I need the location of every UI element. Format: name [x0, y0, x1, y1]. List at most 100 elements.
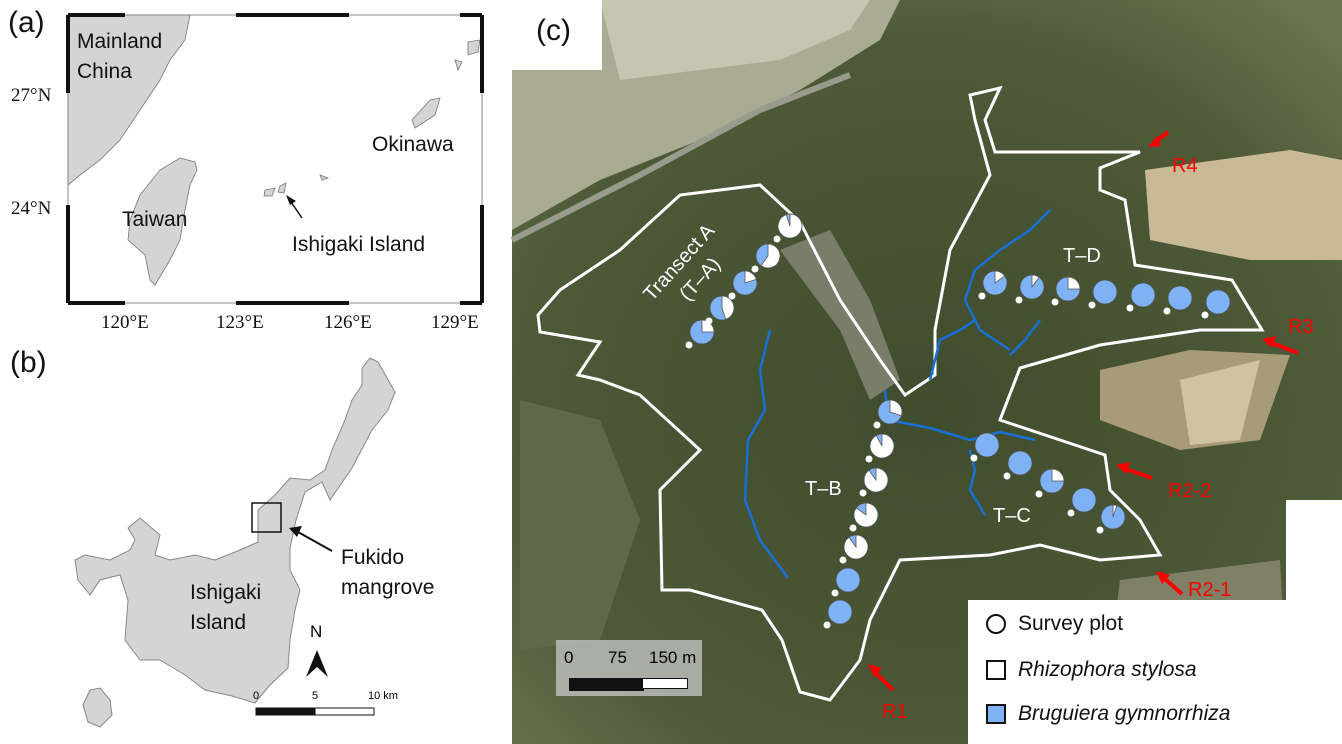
scale-c-tick-150m: 150 m	[649, 648, 697, 667]
pie-rhizophora-slice	[1112, 504, 1118, 518]
label-fukido-line1: Fukido	[341, 546, 405, 569]
transect-c-label: T–C	[993, 505, 1031, 527]
legend-rhizophora-label: Rhizophora stylosa	[1018, 658, 1197, 681]
legend: Survey plot Rhizophora stylosa Bruguiera…	[968, 600, 1290, 744]
pie-rhizophora-slice	[744, 270, 757, 284]
survey-plot-marker	[1015, 296, 1023, 304]
survey-plot-marker	[751, 265, 759, 273]
river-arrow-r1	[873, 670, 895, 692]
small-island-shape	[82, 687, 113, 728]
label-okinawa: Okinawa	[372, 133, 454, 156]
scale-c-white	[642, 678, 688, 689]
river-label-r4: R4	[1172, 155, 1198, 177]
panel-c-label-background	[512, 0, 602, 70]
river-arrow-r3	[1271, 341, 1299, 355]
river-arrow-r2-1	[1162, 576, 1184, 596]
legend-survey-plot: Survey plot	[986, 612, 1123, 636]
survey-plot-marker	[1096, 526, 1104, 534]
pie-rhizophora-slice	[869, 433, 895, 459]
panel-b-label: (b)	[10, 346, 47, 379]
circle-icon	[986, 614, 1006, 634]
pie-rhizophora-slice	[1051, 468, 1065, 482]
regional-map	[66, 13, 484, 305]
pie-rhizophora-slice	[843, 534, 869, 560]
survey-plot-marker	[1067, 509, 1075, 517]
survey-plot-marker	[728, 292, 736, 300]
north-arrow-icon	[306, 650, 328, 677]
pie-rhizophora-slice	[1031, 274, 1040, 289]
survey-plot-marker	[978, 292, 986, 300]
label-taiwan: Taiwan	[122, 208, 188, 231]
pie-bruguiera-slice	[1130, 282, 1156, 308]
survey-plot-marker	[705, 317, 713, 325]
pie-bruguiera-slice	[1092, 279, 1118, 305]
pie-rhizophora-slice	[760, 243, 781, 269]
survey-plot-marker	[873, 421, 881, 429]
survey-plot-marker	[839, 556, 847, 564]
panel-c-label: (c)	[536, 14, 571, 47]
ishigaki-islands	[263, 182, 287, 197]
scale-tick-5: 5	[312, 690, 319, 702]
survey-plot-marker	[1126, 304, 1134, 312]
survey-plot-marker	[970, 454, 978, 462]
scale-c-black	[569, 678, 644, 691]
survey-plot-marker	[831, 589, 839, 597]
label-fukido-line2: mangrove	[341, 576, 435, 599]
legend-bruguiera-label: Bruguiera gymnorrhiza	[1018, 702, 1231, 725]
river-label-r1: R1	[882, 701, 908, 723]
lon-tick-123e: 123°E	[216, 312, 264, 333]
scale-tick-10km: 10 km	[368, 690, 398, 702]
pie-rhizophora-slice	[777, 213, 803, 239]
okinawa-islands	[319, 39, 481, 181]
pie-rhizophora-slice	[721, 295, 735, 320]
survey-plot-marker	[685, 341, 693, 349]
scale-tick-0: 0	[253, 690, 260, 702]
label-ishigaki-line1: Ishigaki	[190, 581, 262, 604]
survey-plot-marker	[865, 455, 873, 463]
lat-tick-24n: 24°N	[11, 198, 52, 219]
fukido-location-box	[251, 502, 282, 533]
survey-plot-marker	[1201, 311, 1209, 319]
pie-rhizophora-slice	[1067, 276, 1081, 290]
survey-plot-marker	[1003, 472, 1011, 480]
legend-bruguiera: Bruguiera gymnorrhiza	[986, 702, 1230, 726]
river-arrows	[868, 130, 1299, 692]
river-label-r3: R3	[1288, 316, 1314, 338]
legend-survey-plot-label: Survey plot	[1018, 612, 1124, 635]
label-mainland: Mainland	[77, 30, 163, 53]
label-china: China	[77, 60, 132, 83]
survey-plot-marker	[1051, 298, 1059, 306]
pie-bruguiera-slice	[1205, 289, 1231, 315]
ishigaki-map	[74, 357, 396, 728]
survey-plot-marker	[849, 524, 857, 532]
pie-bruguiera-slice	[974, 432, 1000, 458]
scale-c-tick-0: 0	[564, 648, 574, 667]
transect-d-label: T–D	[1063, 245, 1101, 267]
label-ishigaki: Ishigaki Island	[292, 233, 426, 256]
legend-rhizophora: Rhizophora stylosa	[986, 658, 1197, 682]
pie-bruguiera-slice	[827, 599, 853, 625]
north-label: N	[310, 622, 323, 641]
pie-rhizophora-slice	[853, 502, 879, 528]
lon-tick-126e: 126°E	[324, 312, 372, 333]
pie-rhizophora-slice	[889, 399, 903, 417]
pie-bruguiera-slice	[835, 567, 861, 593]
survey-plot-marker	[1163, 307, 1171, 315]
pie-rhizophora-slice	[994, 270, 1006, 284]
aerial-photo-background	[510, 0, 1342, 744]
survey-plot-marker	[1088, 301, 1096, 309]
species-composition-pies	[685, 213, 1231, 629]
survey-plot-marker	[859, 489, 867, 497]
transect-b-label: T–B	[805, 478, 842, 500]
ishigaki-island-shape	[74, 357, 396, 704]
panel-a-label: (a)	[8, 6, 45, 39]
survey-plot-marker	[1035, 490, 1043, 498]
lat-tick-27n: 27°N	[11, 85, 52, 106]
survey-plot-marker	[823, 621, 831, 629]
river-label-r2-1: R2-1	[1188, 579, 1231, 601]
scale-c-tick-75: 75	[608, 648, 627, 667]
fukido-pointer-arrow	[297, 531, 333, 552]
lon-tick-120e: 120°E	[101, 312, 149, 333]
pie-bruguiera-slice	[1007, 450, 1033, 476]
